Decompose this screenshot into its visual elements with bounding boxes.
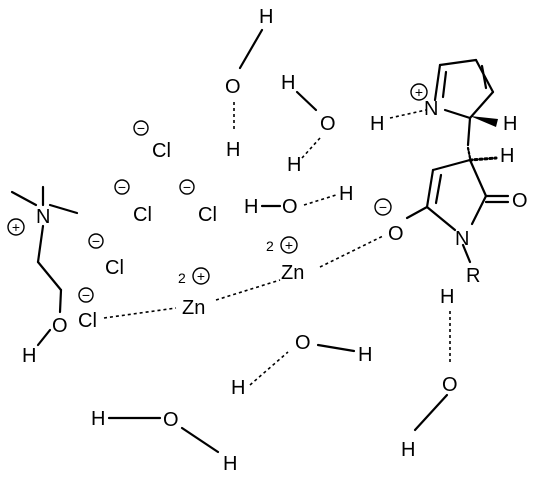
negative-charge: −: [183, 179, 191, 195]
oxygen-atom: O: [320, 113, 336, 135]
zinc-cation-right: 2 + Zn: [266, 236, 304, 284]
negative-charge: −: [82, 287, 90, 303]
hydrogen-atom: H: [223, 453, 237, 475]
oxygen-atom: O: [163, 409, 179, 431]
water-molecule-5: H O H: [91, 408, 237, 475]
hydrogen-atom: H: [91, 408, 105, 430]
lactam-nitrogen: N: [455, 228, 469, 250]
water-molecule-1: H O H: [225, 6, 273, 161]
r-group: R: [466, 265, 480, 287]
zinc-cation-left: 2 + Zn: [178, 267, 210, 319]
cl-zn-interaction: [103, 307, 177, 319]
oxygen-atom: O: [295, 332, 311, 354]
zinc-atom: Zn: [182, 297, 205, 319]
chlorine-atom: Cl: [133, 204, 152, 226]
chloride-ion-bridging: − Cl: [78, 287, 97, 332]
zinc-atom: Zn: [281, 262, 304, 284]
choline-cation: + N O H: [7, 185, 79, 367]
oxidation-number: 2: [266, 238, 274, 254]
positive-charge: +: [197, 268, 205, 284]
pyrrole-nitrogen: N: [424, 98, 438, 120]
water-molecule-6: H O H: [401, 286, 458, 461]
zn-o-interaction: [319, 235, 384, 268]
hydrogen-atom: H: [281, 72, 295, 94]
hydrogen-atom: H: [244, 196, 258, 218]
positive-charge: +: [415, 84, 423, 100]
negative-charge: −: [118, 179, 126, 195]
water-molecule-2: H O H: [281, 72, 336, 176]
hydrogen-atom: H: [226, 139, 240, 161]
oxygen-atom: O: [442, 374, 458, 396]
oxidation-number: 2: [178, 270, 186, 286]
negative-charge: −: [137, 120, 145, 136]
chloride-ion-4: − Cl: [88, 233, 124, 279]
positive-charge: +: [12, 219, 20, 235]
oxygen-atom: O: [282, 196, 298, 218]
hydrogen-atom: H: [358, 344, 372, 366]
oxygen-atom: O: [52, 315, 68, 337]
nh-hydrogen: H: [370, 113, 384, 135]
hydrogen-atom: H: [259, 6, 273, 28]
hydrogen-atom: H: [231, 377, 245, 399]
chloride-ion-3: − Cl: [179, 179, 217, 226]
nitrogen-atom: N: [36, 206, 50, 228]
stereo-hydrogen-2: H: [500, 145, 514, 167]
negative-charge: −: [379, 199, 387, 215]
water-molecule-4: H O H: [231, 332, 372, 399]
hydrogen-atom: H: [287, 154, 301, 176]
zn-zn-interaction: [215, 279, 281, 301]
positive-charge: +: [285, 237, 293, 253]
chlorine-atom: Cl: [152, 140, 171, 162]
enolate-oxygen: O: [388, 223, 404, 245]
negative-charge: −: [92, 233, 100, 249]
chlorine-atom: Cl: [198, 204, 217, 226]
chlorine-atom: Cl: [78, 310, 97, 332]
hydrogen-atom: H: [401, 439, 415, 461]
hydrogen-atom: H: [339, 183, 353, 205]
carbonyl-oxygen: O: [512, 190, 528, 212]
oxygen-atom: O: [225, 76, 241, 98]
hydrogen-atom: H: [440, 286, 454, 308]
chlorine-atom: Cl: [105, 257, 124, 279]
chloride-ion-1: − Cl: [133, 120, 171, 162]
stereo-hydrogen-1: H: [503, 113, 517, 135]
water-molecule-3: H O H: [244, 183, 353, 218]
pyrrolinone-structure: + N H H H O N R − O: [370, 58, 528, 287]
chloride-ion-2: − Cl: [114, 179, 152, 226]
hydrogen-atom: H: [22, 345, 36, 367]
